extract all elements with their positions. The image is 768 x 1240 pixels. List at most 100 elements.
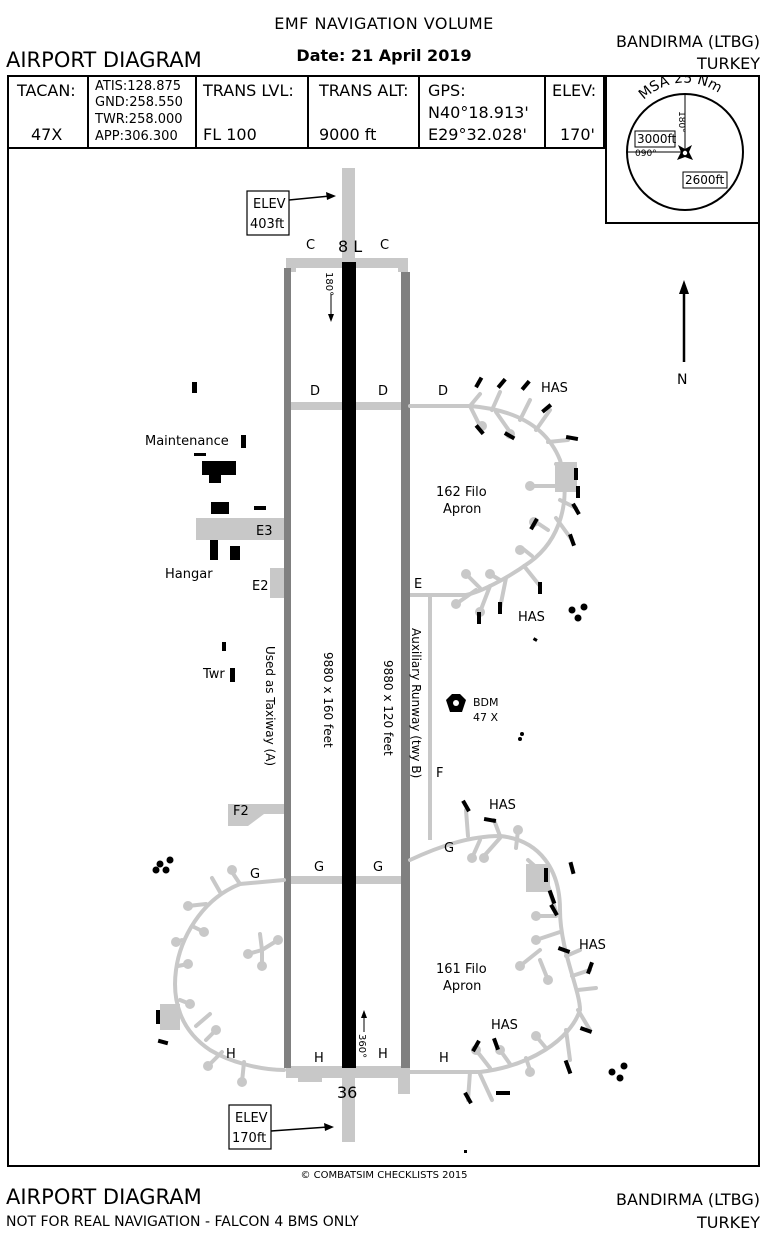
main-runway bbox=[342, 262, 356, 1068]
runway-number-south: 36 bbox=[337, 1083, 357, 1102]
elev-bottom-label: ELEV bbox=[235, 1111, 268, 1126]
has-branch-6 bbox=[534, 408, 552, 432]
msa-bearing-090: 090° bbox=[635, 149, 657, 159]
heading-180: 180° bbox=[323, 272, 334, 296]
diagram-frame bbox=[7, 75, 760, 1167]
heading-360-arrow-head bbox=[361, 1010, 367, 1018]
taxiway-e3 bbox=[196, 518, 284, 540]
has-label-1: HAS bbox=[541, 381, 568, 396]
copyright: © COMBATSIM CHECKLISTS 2015 bbox=[300, 1170, 468, 1181]
runway-number-north: 8 L bbox=[338, 237, 362, 256]
trans-alt-cell: TRANS ALT: 9000 ft bbox=[309, 75, 420, 147]
taxiway-label-e3: E3 bbox=[256, 524, 273, 539]
trans-level-label: TRANS LVL: bbox=[203, 81, 294, 100]
footer-country: TURKEY bbox=[697, 1213, 760, 1232]
used-as-taxiway-label: Used as Taxiway (A) bbox=[263, 646, 277, 766]
elev-bottom-value: 170ft bbox=[232, 1131, 266, 1146]
airport-name: BANDIRMA (LTBG) bbox=[616, 32, 760, 51]
trans-level-value: FL 100 bbox=[203, 125, 257, 144]
has-branch-33 bbox=[564, 1028, 572, 1062]
tacan-cell: TACAN: 47X bbox=[7, 75, 89, 147]
taxiway-c-east-end bbox=[398, 258, 408, 272]
has-branch-1 bbox=[468, 392, 482, 408]
apron-162-apron: Apron bbox=[443, 502, 481, 517]
elevation-value: 170' bbox=[560, 125, 595, 144]
taxiway-label-g-east: G bbox=[373, 860, 383, 875]
west-branch-12 bbox=[258, 932, 264, 952]
maintenance-label: Maintenance bbox=[145, 434, 229, 449]
elev-top-value: 403ft bbox=[250, 217, 284, 232]
gps-cell: GPS: N40°18.913' E29°32.028' bbox=[420, 75, 546, 147]
ground-frequency: GND:258.550 bbox=[95, 95, 183, 110]
tower-frequency: TWR:258.000 bbox=[95, 112, 183, 127]
bdm-tacan-center bbox=[453, 700, 459, 706]
msa-box bbox=[605, 75, 760, 224]
has-branch-20 bbox=[464, 808, 470, 838]
approach-frequency: APP:306.300 bbox=[95, 129, 178, 144]
gps-longitude: E29°32.028' bbox=[428, 125, 527, 144]
apron-162-name: 162 Filo bbox=[436, 485, 487, 500]
taxiway-label-e2: E2 bbox=[252, 579, 269, 594]
has-label-3: HAS bbox=[489, 798, 516, 813]
has-branch-5 bbox=[518, 398, 532, 422]
footer-airport: BANDIRMA (LTBG) bbox=[616, 1190, 760, 1209]
tree-clusters bbox=[152, 603, 628, 1082]
taxiway-label-c-east: C bbox=[380, 238, 389, 253]
page-title: AIRPORT DIAGRAM bbox=[6, 48, 202, 72]
has-branch-39 bbox=[478, 1072, 494, 1102]
elevation-label: ELEV: bbox=[552, 81, 597, 100]
taxiway-label-e: E bbox=[414, 577, 422, 592]
footer-title: AIRPORT DIAGRAM bbox=[6, 1185, 202, 1209]
apron-161-name: 161 Filo bbox=[436, 962, 487, 977]
elev-top-arrow-head bbox=[326, 192, 336, 200]
atis-frequency: ATIS:128.875 bbox=[95, 79, 182, 94]
has-label-4: HAS bbox=[579, 938, 606, 953]
info-bar: TACAN: 47X ATIS:128.875 GND:258.550 TWR:… bbox=[7, 75, 607, 149]
has-branch-31 bbox=[576, 986, 598, 992]
msa-alt-south: 2600ft bbox=[685, 173, 725, 187]
taxiway-h-pad bbox=[298, 1070, 322, 1082]
has-labels: HAS HAS HAS HAS HAS bbox=[489, 381, 606, 1033]
apron-161-loop bbox=[408, 833, 583, 1074]
hangar-label: Hangar bbox=[165, 567, 213, 582]
west-branch-2 bbox=[210, 876, 222, 894]
chart-date: Date: 21 April 2019 bbox=[296, 46, 472, 65]
north-label: N bbox=[677, 372, 687, 388]
elev-top-arrow bbox=[288, 195, 331, 201]
trans-level-cell: TRANS LVL: FL 100 bbox=[197, 75, 309, 147]
has-label-2: HAS bbox=[518, 610, 545, 625]
runway-overrun-north bbox=[342, 168, 355, 260]
msa-alt-north: 3000ft bbox=[637, 132, 677, 146]
airport-country: TURKEY bbox=[697, 54, 760, 73]
taxiway-labels: C C D D D E E2 E3 F F2 G G G G H H H H bbox=[226, 238, 454, 1066]
apron-162-pad bbox=[555, 462, 577, 492]
bdm-label: BDM bbox=[473, 696, 499, 709]
has-label-5: HAS bbox=[491, 1018, 518, 1033]
auxiliary-runway-label: Auxiliary Runway (twy B) bbox=[409, 628, 423, 778]
taxiway-label-h-mid: H bbox=[314, 1051, 324, 1066]
elev-bottom-box bbox=[228, 1104, 272, 1150]
heading-360: 360° bbox=[356, 1034, 367, 1058]
taxiway-label-g-west: G bbox=[250, 867, 260, 882]
elev-bottom-arrow-head bbox=[324, 1123, 334, 1131]
msa-alt-north-box bbox=[634, 130, 676, 148]
elev-top-box bbox=[246, 190, 290, 236]
auxiliary-runway bbox=[401, 272, 410, 1068]
west-branch-8 bbox=[194, 1012, 212, 1028]
taxiway-f bbox=[428, 597, 432, 840]
runway-overrun-south bbox=[342, 1066, 355, 1142]
taxiway-e bbox=[410, 593, 466, 597]
tacan-label: TACAN: bbox=[17, 81, 76, 100]
has-branch-32 bbox=[576, 1008, 592, 1032]
msa-bearing-180: 180° bbox=[676, 111, 686, 133]
taxiway-label-g-apron: G bbox=[444, 841, 454, 856]
taxiway-label-d-east: D bbox=[378, 384, 388, 399]
tacan-value: 47X bbox=[31, 125, 63, 144]
trans-alt-label: TRANS ALT: bbox=[319, 81, 409, 100]
taxiway-label-h-east: H bbox=[378, 1047, 388, 1062]
gps-latitude: N40°18.913' bbox=[428, 103, 529, 122]
has-branch-7 bbox=[546, 438, 570, 444]
taxiway-label-h-apron: H bbox=[439, 1051, 449, 1066]
buildings bbox=[192, 382, 466, 712]
